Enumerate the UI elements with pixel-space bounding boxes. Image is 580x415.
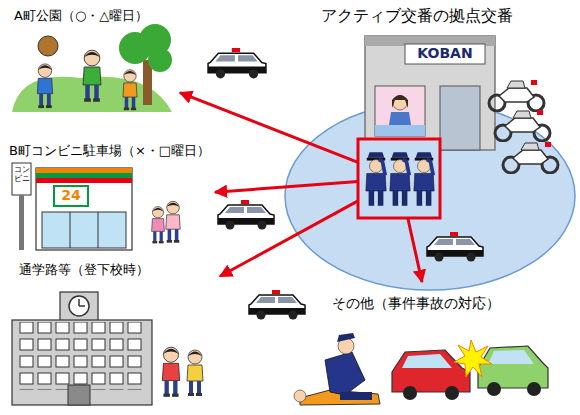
picture-label: 24 <box>54 188 88 203</box>
school-illustration <box>12 292 203 405</box>
koban-illustration-part <box>375 86 425 136</box>
koban-illustration-part <box>440 86 480 150</box>
school-illustration-part <box>68 385 90 405</box>
incident-illustration-part <box>527 382 541 396</box>
incident-illustration-part <box>402 354 452 368</box>
incident-illustration-part <box>340 392 372 400</box>
school-illustration-part <box>60 292 98 322</box>
koban-illustration-part <box>393 96 407 110</box>
koban-illustration-part <box>495 110 550 141</box>
police-cars <box>208 48 483 320</box>
school-illustration-part <box>162 347 179 397</box>
park-illustration <box>12 24 172 112</box>
school-illustration-part <box>12 320 152 405</box>
park-illustration-part <box>37 64 52 108</box>
incident-illustration <box>294 333 548 405</box>
police-cars-part <box>208 48 266 78</box>
police-cars-part <box>218 200 274 230</box>
picture-label: KOBAN <box>405 46 485 61</box>
koban-illustration-part <box>503 142 558 173</box>
incident-illustration-part <box>294 390 306 402</box>
incident-illustration-part <box>392 350 470 392</box>
store-illustration-part <box>19 195 24 250</box>
incident-illustration-part <box>325 352 365 395</box>
incident-illustration-part <box>488 350 534 364</box>
koban-illustration-part <box>489 80 544 111</box>
incident-illustration-part <box>403 386 417 400</box>
store-illustration-part <box>152 207 165 244</box>
arrow <box>220 201 358 276</box>
park-illustration-part <box>123 70 137 110</box>
police-cars-part <box>249 290 305 320</box>
school-illustration-part <box>69 296 89 316</box>
node-region: アクティブ交番の拠点交番 <box>285 100 575 292</box>
officer-group-frame <box>358 139 440 218</box>
node-region: その他（事件事故の対応） <box>298 282 575 412</box>
koban-illustration <box>285 36 575 290</box>
node-region: B町コンビニ駐車場（×・□曜日） <box>5 140 215 260</box>
incident-illustration-part <box>478 346 548 388</box>
node-region: A町公園（○・△曜日） <box>8 4 180 114</box>
picture-label: コンビニ <box>13 166 30 184</box>
koban-illustration-part <box>392 95 408 108</box>
store-illustration-part <box>70 212 71 248</box>
store-illustration-part <box>12 163 31 195</box>
koban-illustration-part <box>389 112 411 125</box>
koban-illustration-part <box>414 152 434 206</box>
koban-illustration-part <box>366 152 386 206</box>
node-label: 通学路等（登下校時） <box>19 262 149 278</box>
node-region: 通学路等（登下校時） <box>5 258 220 412</box>
store-illustration-part <box>166 201 180 242</box>
node-label: A町公園（○・△曜日） <box>14 8 148 24</box>
police-cars-part <box>427 232 483 262</box>
store-illustration-part <box>36 178 132 183</box>
incident-illustration-part <box>445 386 459 400</box>
school-illustration-part <box>79 299 85 306</box>
store-illustration-part <box>98 212 99 248</box>
school-illustration-part <box>187 350 203 396</box>
node-label: B町コンビニ駐車場（×・□曜日） <box>9 143 210 159</box>
incident-illustration-part <box>337 333 355 342</box>
node-label: その他（事件事故の対応） <box>332 295 500 312</box>
koban-illustration-part <box>375 125 425 136</box>
incident-illustration-part <box>454 340 492 377</box>
park-illustration-part <box>38 36 58 56</box>
incident-illustration-part <box>300 390 380 405</box>
store-illustration-part <box>36 168 132 173</box>
store-illustration <box>12 163 180 250</box>
store-illustration-part <box>36 168 132 250</box>
koban-illustration-part <box>405 44 485 64</box>
park-illustration-part <box>83 50 101 102</box>
koban-illustration-part <box>365 36 495 150</box>
arrow <box>215 182 358 193</box>
arrow <box>408 218 422 282</box>
koban-illustration-part <box>390 152 410 206</box>
node-label: アクティブ交番の拠点交番 <box>321 6 513 25</box>
store-illustration-part <box>36 173 132 178</box>
school-illustration-part <box>16 322 142 390</box>
store-illustration-part <box>54 186 88 206</box>
store-illustration-part <box>42 212 126 248</box>
incident-illustration-part <box>487 382 501 396</box>
park-illustration-part <box>148 48 172 72</box>
